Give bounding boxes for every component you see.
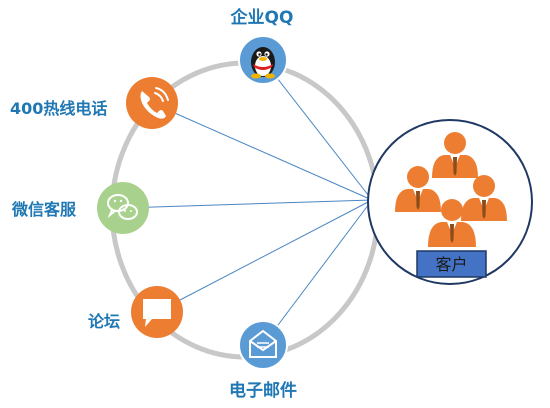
qq-penguin-icon bbox=[251, 47, 275, 79]
wechat-label: 微信客服 bbox=[11, 200, 77, 219]
customer-label: 客户 bbox=[435, 255, 467, 274]
envelope-icon bbox=[249, 329, 277, 358]
line-wechat bbox=[122, 199, 373, 209]
line-qq bbox=[262, 59, 373, 201]
qq-label: 企业QQ bbox=[230, 7, 294, 28]
person-icon bbox=[428, 199, 476, 247]
line-forum bbox=[156, 199, 373, 313]
line-hotline bbox=[151, 102, 373, 201]
phone-icon bbox=[140, 87, 169, 119]
channel-wechat[interactable] bbox=[97, 182, 149, 234]
connector-lines bbox=[122, 59, 373, 346]
hotline-label: 400热线电话 bbox=[10, 99, 107, 118]
channel-qq[interactable] bbox=[238, 35, 288, 85]
person-icon bbox=[432, 132, 478, 178]
channel-hotline[interactable] bbox=[126, 77, 178, 129]
speech-bubble-icon bbox=[143, 299, 171, 327]
channel-email[interactable] bbox=[238, 320, 288, 370]
person-icon bbox=[461, 175, 507, 221]
forum-label: 论坛 bbox=[88, 312, 120, 331]
person-icon bbox=[395, 166, 441, 212]
people-group-icon bbox=[395, 132, 507, 247]
wechat-icon bbox=[107, 194, 138, 220]
customer-tag bbox=[416, 250, 487, 278]
line-email bbox=[262, 199, 373, 346]
email-label: 电子邮件 bbox=[229, 380, 297, 401]
channel-forum[interactable] bbox=[131, 286, 183, 338]
